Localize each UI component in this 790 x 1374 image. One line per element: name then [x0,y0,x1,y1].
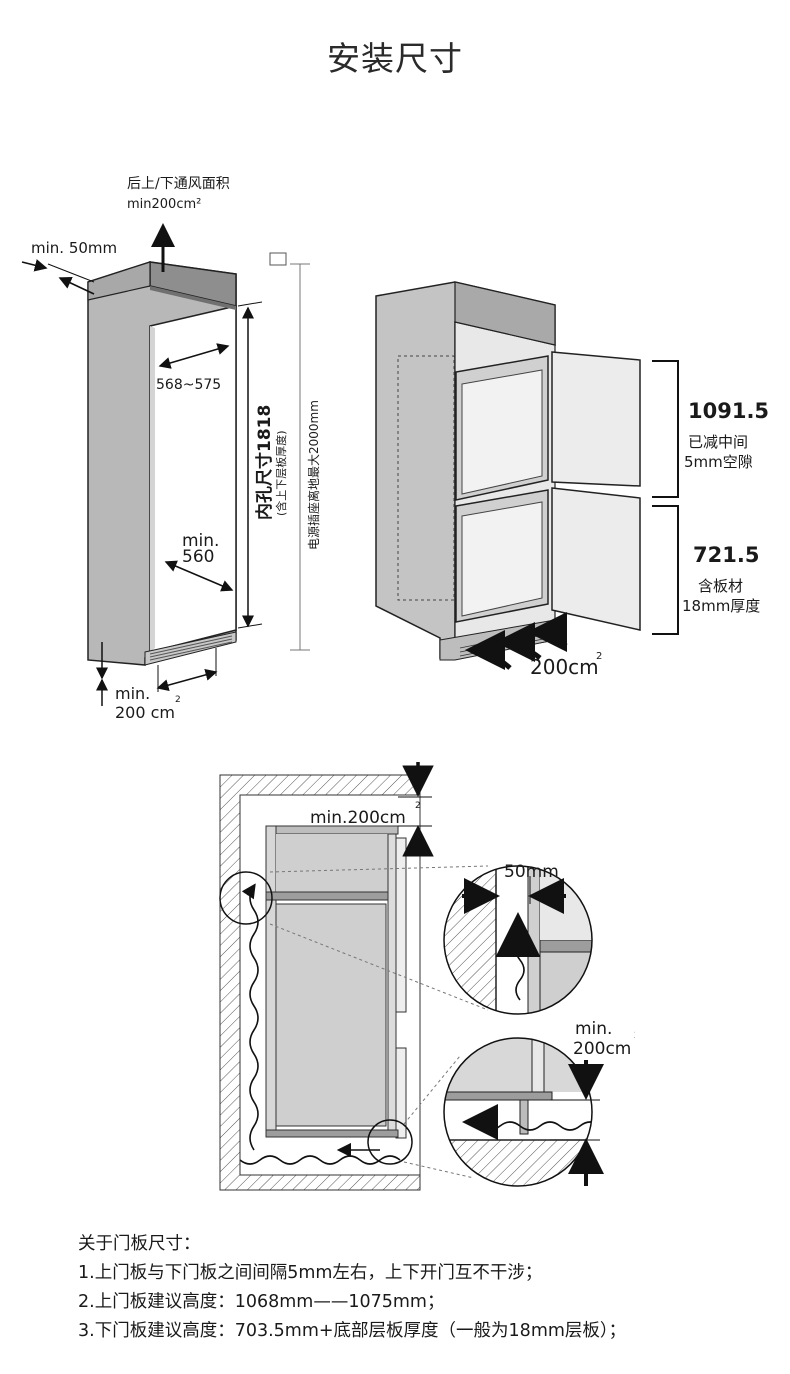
notes-line-3: 3.下门板建议高度：703.5mm+底部层板厚度（一般为18mm层板）； [78,1321,627,1341]
lower-door-bracket [652,505,679,635]
upper-door-note-1: 已减中间 [688,433,748,451]
lower-door-value: 721.5 [693,543,759,567]
section-cabinet [265,825,407,1139]
socket-icon [269,252,287,266]
detail-marker-top [219,871,273,925]
upper-door-panel [551,351,641,487]
upper-door-value: 1091.5 [688,399,769,423]
upper-door-bracket [652,360,679,498]
fridge-door-diagram: 1091.5 已减中间 5mm空隙 721.5 含板材 18mm厚度 200cm… [375,281,769,679]
width-dimension-line [158,343,230,369]
lower-door-note-2: 18mm厚度 [682,597,760,615]
niche-cabinet [87,261,237,666]
vent-top-label-2: min200cm² [127,197,201,212]
detail-top-gap [444,866,592,1014]
height-main-label: 内孔尺寸1818 [254,405,275,520]
detail-marker-bottom [367,1119,413,1165]
min50-arrow-right [58,276,95,295]
plinth-vent-arrows [465,612,568,671]
airflow-arrows [239,883,401,1165]
depth-min-label: min. [182,531,219,551]
min50-label: min. 50mm [31,239,117,257]
door-panel-notes: 关于门板尺寸： 1.上门板与下门板之间间隔5mm左右，上下开门互不干涉； 2.上… [78,1230,626,1346]
detail-bottom-gap [444,1038,592,1186]
gap-label: 50mm [504,862,559,882]
width-range-label: 568~575 [156,377,221,393]
bottom-min-label-3: min. [575,1019,612,1039]
notes-line-1: 1.上门板与下门板之间间隔5mm左右，上下开门互不干涉； [78,1263,543,1283]
fig2-vent-sup: 2 [596,651,602,662]
top-vent-sup: 2 [415,801,421,811]
lower-door-note-1: 含板材 [698,577,743,595]
depth-dimension-line [164,560,234,592]
min50-arrow-left [21,259,48,272]
height-sub-label: (含上下层板厚度) [274,430,288,516]
fig2-vent-label: 200cm [530,655,599,679]
bottom-value-label: 200 cm [115,703,175,722]
depth-value-label: 560 [182,547,214,567]
lower-door-panel [551,487,641,631]
bottom-value-label-3: 200cm [573,1039,631,1059]
vent-top-label-1: 后上/下通风面积 [127,176,230,192]
bottom-sup-label-3: 2 [634,1031,635,1041]
fridge-cabinet [375,281,641,661]
page-title: 安装尺寸 [327,39,463,78]
notes-line-2: 2.上门板建议高度：1068mm——1075mm； [78,1292,445,1312]
plinth-vent-width-line [156,669,218,691]
upper-door-note-2: 5mm空隙 [684,453,753,471]
notes-heading: 关于门板尺寸： [78,1234,201,1254]
bottom-sup-label: 2 [175,695,181,705]
top-vent-label: min.200cm [310,808,406,828]
airflow-section-diagram: min.200cm 2 50mm min. 200cm 2 [219,762,635,1191]
socket-note-label: 电源插座离地最大2000mm [306,400,321,550]
niche-dimension-diagram: 后上/下通风面积 min200cm² min. 50mm 568~575 min… [21,176,321,722]
bottom-min-label: min. [115,684,150,703]
